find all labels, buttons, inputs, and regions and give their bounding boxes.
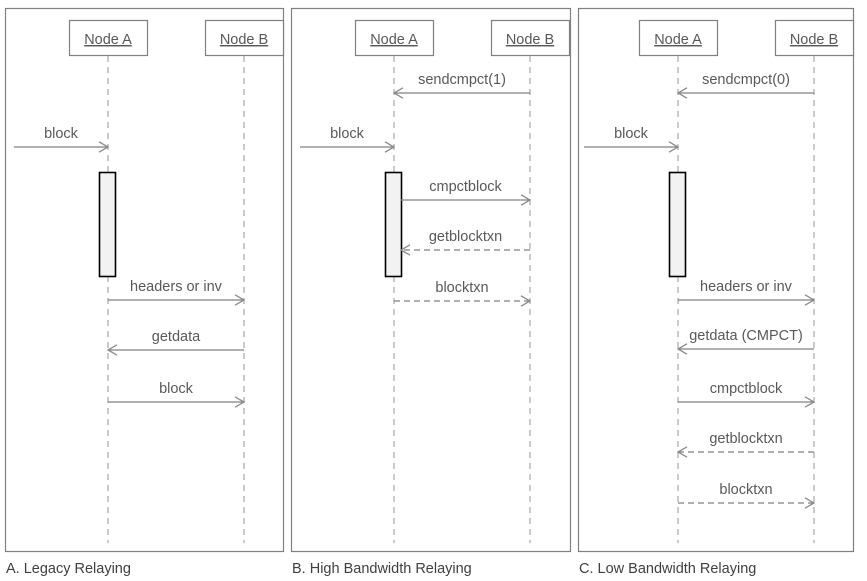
arrowhead-icon: [804, 396, 816, 408]
participant-label-node-b: Node B: [790, 32, 838, 48]
message-label: sendcmpct(0): [702, 72, 790, 88]
participant-label-node-a: Node A: [654, 32, 702, 48]
arrowhead-icon: [106, 344, 118, 356]
participant-label-node-a: Node A: [370, 32, 418, 48]
arrowhead-icon: [399, 244, 411, 256]
panel-caption: C. Low Bandwidth Relaying: [579, 561, 756, 577]
panel-c: Node A Node B sendcmpct(0) block headers or …: [577, 7, 855, 553]
message-label: block: [44, 126, 79, 142]
arrowhead-icon: [98, 141, 110, 153]
arrowhead-icon: [520, 194, 532, 206]
panel-b: Node A Node B sendcmpct(1) block cmpctblock g…: [290, 7, 572, 553]
message-label: block: [614, 126, 649, 142]
panel-caption: A. Legacy Relaying: [6, 561, 131, 577]
activation-bar: [668, 171, 687, 278]
message-label: cmpctblock: [429, 179, 502, 195]
message-label: getdata: [152, 329, 201, 345]
participant-box-node-a[interactable]: [68, 19, 149, 57]
arrowhead-icon: [384, 141, 396, 153]
arrowhead-icon: [668, 141, 680, 153]
arrowhead-icon: [676, 87, 688, 99]
panel-border: [577, 7, 855, 553]
message-label: blocktxn: [719, 482, 772, 498]
participant-box-node-a[interactable]: [638, 19, 719, 57]
participant-box-node-b[interactable]: [490, 19, 571, 57]
participant-label-node-b: Node B: [506, 32, 554, 48]
message-label: block: [330, 126, 365, 142]
arrowhead-icon: [520, 295, 532, 307]
panel-a: Node A Node B block headers or inv getdata bl…: [4, 7, 285, 553]
arrowhead-icon: [234, 294, 246, 306]
panel-caption: B. High Bandwidth Relaying: [292, 561, 472, 577]
message-label: getdata (CMPCT): [689, 328, 803, 344]
participant-label-node-a: Node A: [84, 32, 132, 48]
participant-label-node-b: Node B: [220, 32, 268, 48]
message-label: getblocktxn: [709, 431, 782, 447]
panel-border: [290, 7, 572, 553]
participant-box-node-b[interactable]: [774, 19, 855, 57]
panel-border: [4, 7, 285, 553]
participant-box-node-b[interactable]: [204, 19, 285, 57]
arrowhead-icon: [804, 294, 816, 306]
message-label: cmpctblock: [710, 381, 783, 397]
message-label: getblocktxn: [429, 229, 502, 245]
message-label: headers or inv: [700, 279, 793, 295]
participant-box-node-a[interactable]: [354, 19, 435, 57]
arrowhead-icon: [804, 497, 816, 509]
message-label: block: [159, 381, 194, 397]
arrowhead-icon: [676, 446, 688, 458]
activation-bar: [98, 171, 117, 278]
arrowhead-icon: [234, 396, 246, 408]
arrowhead-icon: [392, 87, 404, 99]
message-label: sendcmpct(1): [418, 72, 506, 88]
message-label: headers or inv: [130, 279, 223, 295]
activation-bar: [384, 171, 403, 278]
message-label: blocktxn: [435, 280, 488, 296]
arrowhead-icon: [676, 343, 688, 355]
